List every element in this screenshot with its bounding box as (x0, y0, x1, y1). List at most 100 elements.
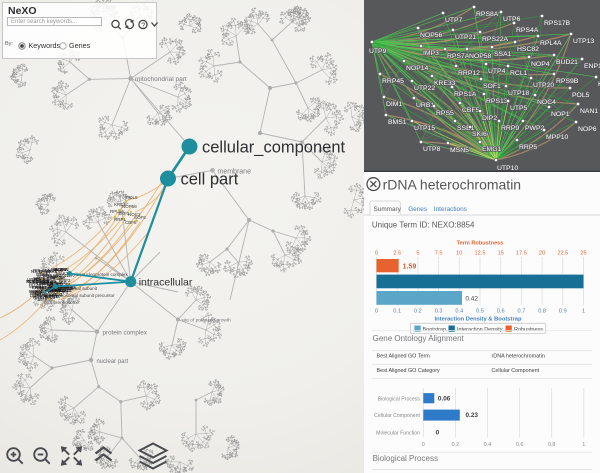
svg-text:URB2: URB2 (27, 277, 40, 282)
svg-text:17.5: 17.5 (516, 250, 527, 256)
svg-text:MAK5: MAK5 (45, 269, 58, 274)
svg-text:RRP12: RRP12 (458, 70, 480, 77)
svg-text:MAK16: MAK16 (38, 297, 53, 302)
svg-text:RPL4A: RPL4A (540, 40, 562, 47)
svg-text:NOP15: NOP15 (48, 268, 63, 273)
svg-text:POL5: POL5 (126, 195, 138, 200)
svg-text:Term Robustness: Term Robustness (457, 240, 504, 246)
svg-text:PWP2: PWP2 (525, 125, 544, 132)
svg-text:Best Aligned GO Term: Best Aligned GO Term (377, 354, 431, 360)
svg-text:CBF5: CBF5 (462, 107, 480, 114)
svg-text:RPL25: RPL25 (50, 275, 64, 280)
svg-text:RPL4B: RPL4B (50, 288, 64, 293)
svg-text:RPS22A: RPS22A (482, 36, 509, 43)
svg-text:intracellular: intracellular (139, 277, 193, 289)
svg-text:RPL7A: RPL7A (51, 285, 65, 290)
svg-text:DIM1: DIM1 (386, 101, 402, 108)
svg-text:NOG1: NOG1 (45, 294, 58, 299)
svg-text:Robustness: Robustness (514, 327, 543, 333)
svg-text:EMG1: EMG1 (482, 146, 501, 153)
svg-text:MAK5: MAK5 (47, 276, 60, 281)
svg-text:RPS1A: RPS1A (33, 280, 48, 285)
svg-text:SPB4: SPB4 (41, 281, 53, 286)
svg-text:0.6: 0.6 (497, 309, 505, 315)
svg-text:CIC1: CIC1 (45, 295, 56, 300)
svg-text:RLP7: RLP7 (50, 294, 62, 299)
svg-text:RPS17B: RPS17B (544, 20, 571, 27)
svg-text:UTP18: UTP18 (508, 90, 529, 97)
svg-text:ribonucleoprotein complex: ribonucleoprotein complex (74, 272, 128, 277)
svg-text:NSA2: NSA2 (35, 292, 47, 297)
svg-text:RCL1: RCL1 (510, 70, 528, 77)
svg-text:NOP12: NOP12 (54, 267, 69, 272)
svg-text:CIC1: CIC1 (39, 278, 50, 283)
svg-text:RPL16B: RPL16B (56, 286, 73, 291)
svg-text:SSF1: SSF1 (48, 289, 60, 294)
svg-text:RPL8B: RPL8B (44, 292, 58, 297)
svg-text:RPL11B: RPL11B (55, 288, 71, 293)
svg-text:rDNA heterochromatin: rDNA heterochromatin (492, 354, 545, 360)
svg-text:SKI6: SKI6 (472, 131, 487, 138)
svg-text:MSN5: MSN5 (450, 147, 469, 154)
svg-text:RRP5: RRP5 (519, 144, 537, 151)
svg-text:0: 0 (436, 430, 440, 437)
svg-text:UTP7: UTP7 (445, 17, 463, 24)
svg-text:ERB1: ERB1 (30, 290, 42, 295)
svg-text:BMS1: BMS1 (388, 119, 407, 126)
svg-text:DBP10: DBP10 (40, 281, 55, 286)
svg-text:Summary: Summary (374, 206, 402, 213)
svg-text:RRP45: RRP45 (382, 78, 404, 85)
svg-text:SSB1: SSB1 (457, 125, 475, 132)
svg-text:SSA1: SSA1 (494, 51, 512, 58)
svg-text:HSC82: HSC82 (517, 46, 539, 53)
svg-text:Interactions: Interactions (434, 206, 467, 213)
svg-text:site of polarized growth: site of polarized growth (182, 318, 232, 324)
svg-text:UTP6: UTP6 (503, 16, 521, 23)
svg-text:Best Aligned GO Category: Best Aligned GO Category (377, 368, 441, 374)
svg-text:5: 5 (416, 250, 419, 256)
svg-text:Biological Process: Biological Process (373, 454, 438, 463)
svg-text:BRX1: BRX1 (29, 281, 41, 286)
svg-text:POL5: POL5 (572, 92, 590, 99)
svg-text:RLP24: RLP24 (59, 286, 73, 291)
svg-text:RPL3: RPL3 (53, 288, 65, 293)
svg-text:UTP13: UTP13 (573, 38, 594, 45)
svg-text:PUF6: PUF6 (48, 274, 60, 279)
svg-text:Genes: Genes (408, 206, 427, 213)
svg-text:RPL7A: RPL7A (46, 288, 60, 293)
svg-text:rDNA heterochromatin: rDNA heterochromatin (383, 177, 522, 193)
svg-text:0.6: 0.6 (516, 442, 524, 448)
svg-text:UTP22: UTP22 (414, 85, 435, 92)
svg-text:2.5: 2.5 (393, 250, 401, 256)
svg-text:SSF1: SSF1 (56, 285, 68, 290)
svg-text:RPL5A: RPL5A (110, 209, 124, 214)
svg-text:NSA2: NSA2 (31, 269, 43, 274)
svg-text:RPL8B: RPL8B (27, 279, 41, 284)
svg-text:NOG2: NOG2 (51, 282, 64, 287)
svg-text:Bootstrap: Bootstrap (423, 327, 447, 333)
svg-text:0: 0 (375, 250, 378, 256)
svg-text:DBP6: DBP6 (30, 293, 42, 298)
svg-text:NOG2: NOG2 (38, 294, 51, 299)
svg-text:20: 20 (539, 250, 545, 256)
svg-text:RLP7: RLP7 (35, 289, 47, 294)
svg-text:RPF2: RPF2 (34, 277, 46, 282)
svg-text:Interaction Density: Interaction Density (457, 327, 503, 333)
svg-text:RPS11A: RPS11A (57, 273, 74, 278)
svg-text:NOP7: NOP7 (55, 267, 68, 272)
svg-text:0: 0 (375, 309, 378, 315)
svg-text:membrane: membrane (218, 169, 252, 176)
svg-text:NOP6: NOP6 (578, 126, 597, 133)
svg-text:0.23: 0.23 (466, 412, 479, 419)
svg-text:NOP4: NOP4 (37, 274, 50, 279)
svg-text:RPL6A: RPL6A (62, 285, 76, 290)
svg-text:0.2: 0.2 (452, 442, 460, 448)
svg-text:UTP20: UTP20 (533, 82, 554, 89)
svg-text:UTP9: UTP9 (369, 48, 387, 55)
svg-text:ribosomal subunit precursor: ribosomal subunit precursor (58, 293, 115, 298)
svg-text:UTP4: UTP4 (488, 68, 506, 75)
svg-text:BUD21: BUD21 (556, 59, 578, 66)
svg-text:UTP10: UTP10 (497, 165, 518, 172)
svg-text:KR: KR (598, 81, 600, 88)
svg-text:RSA4: RSA4 (47, 287, 59, 292)
